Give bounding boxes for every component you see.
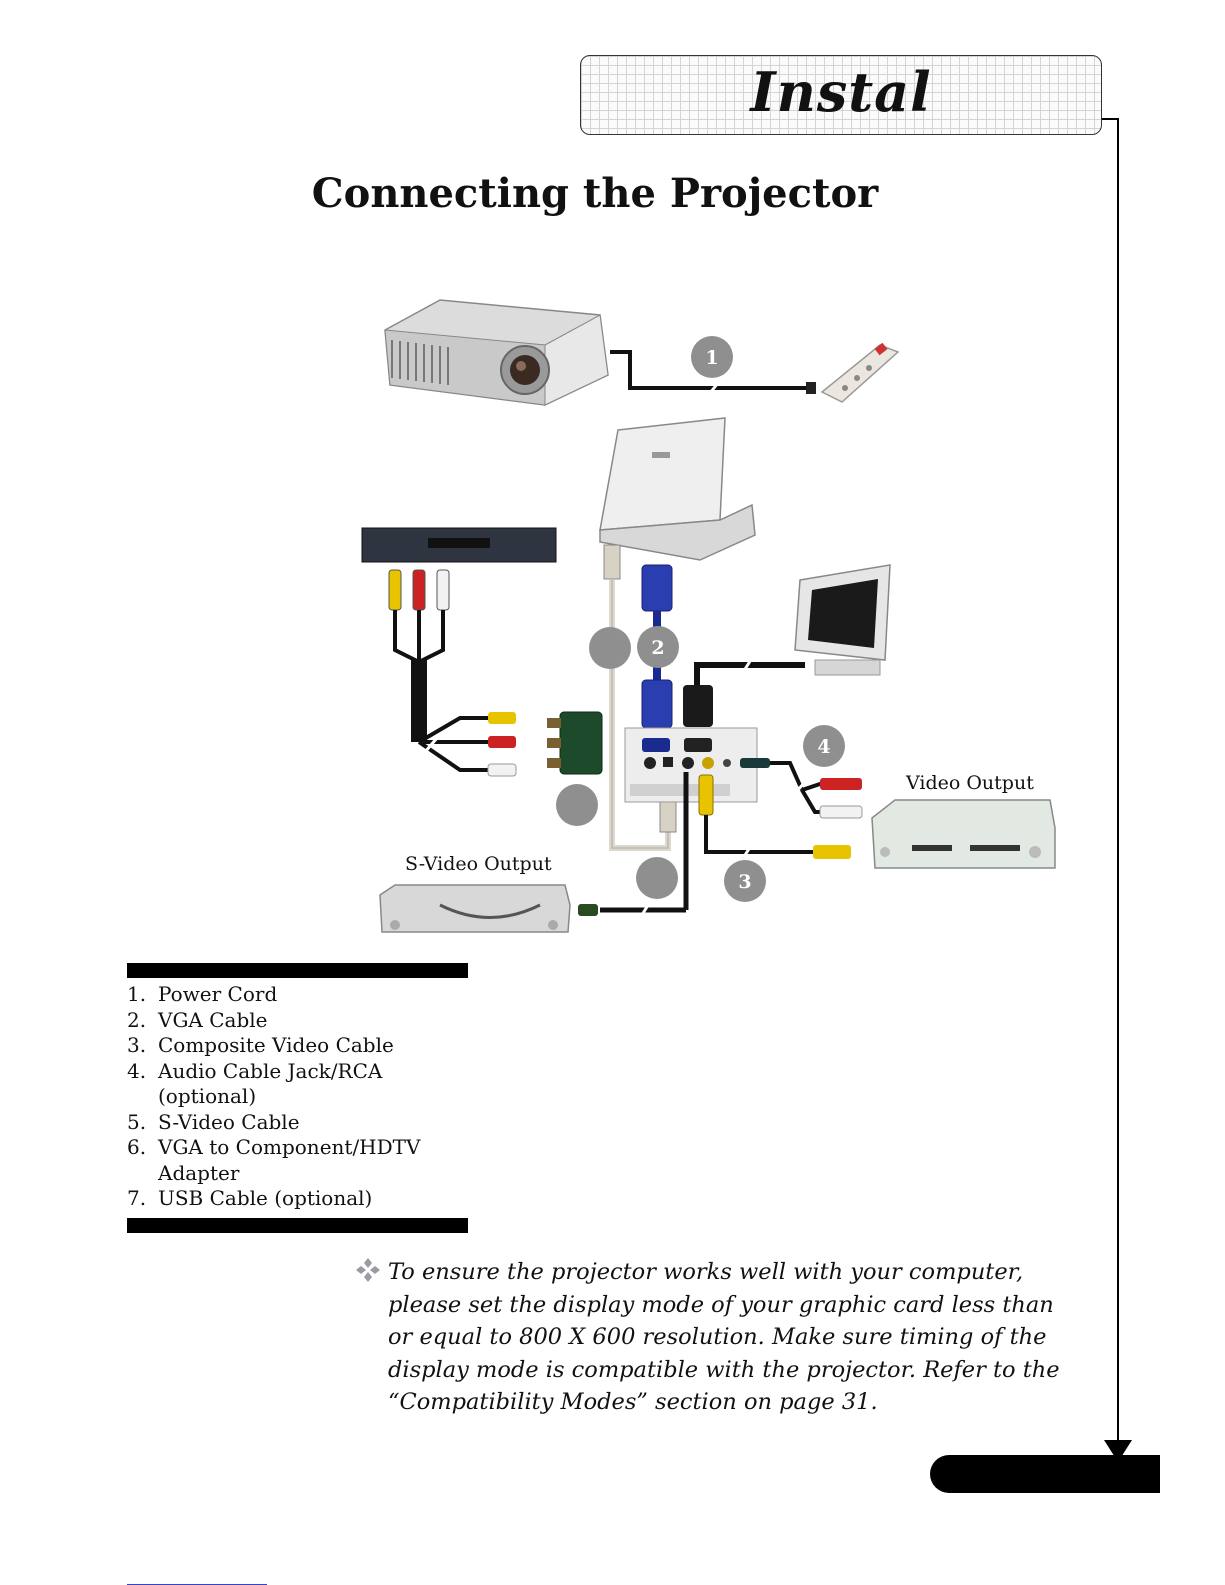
- legend-top-bar: [127, 963, 468, 978]
- list-item: 1.Power Cord: [127, 982, 278, 1006]
- svideo-dvd-player-illustration: [379, 884, 571, 933]
- margin-vertical-line: [1117, 118, 1119, 1443]
- section-header-tab: Instal: [580, 55, 1102, 135]
- badge-2: [637, 626, 679, 668]
- badge-3-label: 3: [738, 871, 751, 893]
- list-item: 3.Composite Video Cable: [127, 1033, 394, 1057]
- list-item: 6.VGA to Component/HDTV Adapter: [127, 1135, 421, 1185]
- badge-blank: [636, 857, 678, 899]
- projector-illustration: [384, 299, 609, 406]
- list-item: 4.Audio Cable Jack/RCA (optional): [127, 1058, 383, 1109]
- svideo-output-label: S-Video Output: [405, 853, 552, 875]
- badge-1: [691, 336, 733, 378]
- badge-blank: [589, 627, 631, 669]
- cable-legend-list: 1.Power Cord 2.VGA Cable 3.Composite Vid…: [127, 982, 468, 1212]
- list-item: 7.USB Cable (optional): [127, 1186, 373, 1210]
- badge-4-label: 4: [817, 736, 830, 758]
- page-title: Connecting the Projector: [311, 170, 879, 217]
- page-number-tab: [930, 1455, 1160, 1493]
- connection-diagram: 1 2 3 4 Video Output S-Video Output: [361, 299, 1056, 933]
- laptop-illustration: [599, 417, 756, 561]
- margin-connector-line: [1102, 118, 1118, 120]
- badge-3: [724, 860, 766, 902]
- badge-4: [803, 725, 845, 767]
- power-strip-illustration: [820, 342, 900, 403]
- note-text: To ensure the projector works well with …: [388, 1259, 1060, 1415]
- legend-bottom-bar: [127, 1218, 468, 1233]
- projector-rear-panel-illustration: [624, 727, 758, 803]
- dvd-player-illustration: [361, 527, 557, 563]
- note-box: To ensure the projector works well with …: [355, 1256, 1075, 1419]
- section-title: Instal: [750, 60, 932, 124]
- badge-blank: [556, 784, 598, 826]
- vcr-illustration: [871, 799, 1056, 869]
- video-output-label: Video Output: [905, 772, 1034, 794]
- list-item: 5.S-Video Cable: [127, 1109, 300, 1134]
- badge-1-label: 1: [705, 347, 718, 369]
- component-adapter-illustration: [547, 711, 603, 775]
- list-item: 2.VGA Cable: [127, 1007, 268, 1032]
- monitor-illustration: [794, 564, 891, 676]
- four-diamond-bullet-icon: [356, 1258, 380, 1282]
- badge-2-label: 2: [651, 637, 664, 659]
